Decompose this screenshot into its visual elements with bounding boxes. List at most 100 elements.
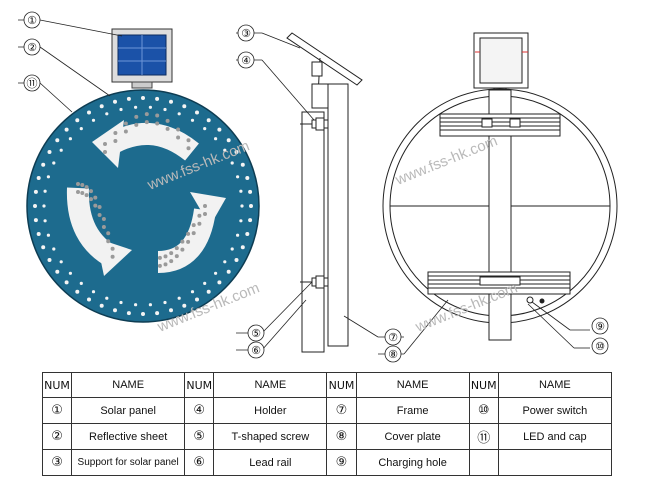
led-dot — [206, 289, 211, 294]
arrow-led-dot — [186, 138, 191, 143]
arrow-led-dot — [203, 212, 207, 216]
led-dot — [91, 290, 96, 294]
led-dot — [75, 118, 80, 123]
part-num: ④ — [184, 397, 215, 424]
led-dot — [99, 104, 104, 109]
callout-4: ④ — [241, 54, 251, 67]
led-dot — [119, 107, 123, 112]
part-name: Solar panel — [71, 397, 186, 424]
back-view — [382, 32, 618, 341]
callout-6: ⑥ — [251, 344, 261, 357]
led-dot — [240, 245, 245, 250]
arrow-led-dot — [144, 120, 149, 125]
led-dot — [169, 99, 173, 104]
led-dot — [43, 189, 47, 193]
led-dot — [36, 232, 41, 236]
part-num: ⑩ — [468, 397, 499, 424]
arrow-led-dot — [113, 139, 118, 143]
arrow-led-dot — [89, 189, 93, 194]
led-dot — [155, 96, 160, 101]
part-num: ① — [41, 397, 73, 424]
led-dot — [217, 127, 222, 132]
part-num: ⑤ — [184, 423, 215, 450]
side-view — [286, 32, 363, 353]
roundabout-arrows — [66, 112, 226, 276]
led-dot — [68, 137, 72, 141]
led-dot — [113, 99, 117, 104]
led-dot — [59, 260, 63, 264]
led-dot — [41, 162, 46, 167]
arrow-led-dot — [89, 197, 93, 202]
led-dot — [240, 162, 245, 167]
led-dot — [214, 271, 218, 275]
arrow-led-dot — [84, 185, 89, 190]
led-dot — [55, 269, 60, 274]
led-dot — [55, 138, 60, 143]
led-dot — [59, 148, 63, 152]
callout-11: ⑪ — [27, 77, 38, 90]
part-num: ⑦ — [326, 397, 357, 424]
part-num: ⑧ — [326, 423, 357, 450]
reflective-sheet — [26, 89, 260, 323]
arrow-led-dot — [106, 239, 111, 244]
header-name: NAME — [213, 372, 328, 398]
arrow-led-dot — [101, 217, 106, 221]
led-dot — [43, 219, 47, 223]
led-dot — [148, 105, 152, 109]
led-dot — [226, 269, 231, 274]
led-dot — [47, 258, 52, 262]
led-dot — [155, 311, 160, 316]
part-num: ③ — [41, 449, 73, 476]
arrow-led-dot — [191, 223, 196, 228]
arrow-led-dot — [106, 231, 111, 236]
led-dot — [33, 189, 38, 194]
arrow-led-dot — [169, 251, 174, 256]
led-dot — [46, 175, 51, 179]
led-dot — [239, 189, 243, 193]
led-dot — [79, 281, 83, 285]
led-dot — [134, 303, 138, 307]
arrow-led-dot — [169, 259, 174, 264]
part-name: T-shaped screw — [213, 423, 328, 450]
arrow-led-dot — [123, 121, 128, 126]
arrow-led-dot — [134, 122, 139, 127]
arrow-led-dot — [180, 239, 185, 244]
arrow-led-dot — [163, 254, 168, 259]
arrow-led-dot — [203, 204, 207, 208]
callout-5: ⑤ — [251, 327, 261, 340]
led-dot — [47, 150, 52, 154]
table-row: ② Reflective sheet ⑤ T-shaped screw ⑧ Co… — [41, 423, 613, 450]
led-dot — [245, 232, 250, 236]
led-dot — [134, 105, 138, 109]
led-dot — [190, 290, 195, 294]
part-num: ⑥ — [184, 449, 215, 476]
led-dot — [46, 233, 51, 237]
led-dot — [91, 118, 96, 122]
led-dot — [87, 297, 91, 302]
callout-1: ① — [27, 14, 37, 27]
arrow-led-dot — [165, 126, 170, 131]
led-dot — [99, 303, 104, 308]
arrow-led-dot — [174, 246, 179, 251]
callout-9: ⑨ — [595, 320, 605, 333]
parts-table-header: NUM NAME NUM NAME NUM NAME NUM NAME — [41, 372, 613, 398]
arrow-led-dot — [186, 231, 191, 236]
arrow-led-dot — [163, 262, 168, 267]
arrow-led-dot — [180, 247, 185, 252]
led-dot — [163, 300, 167, 305]
parts-table: NUM NAME NUM NAME NUM NAME NUM NAME ① So… — [41, 372, 613, 476]
arrow-led-dot — [110, 254, 115, 259]
header-name: NAME — [355, 372, 470, 398]
led-dot — [64, 280, 69, 285]
part-name: Charging hole — [355, 449, 470, 476]
led-dot — [163, 107, 167, 112]
part-name: LED and cap — [497, 423, 613, 450]
front-view: ① ② ⑪ — [18, 11, 260, 323]
part-name: Frame — [355, 397, 470, 424]
led-dot — [141, 312, 145, 316]
led-dot — [79, 127, 83, 131]
part-num — [468, 449, 499, 476]
led-dot — [190, 118, 195, 122]
led-dot — [148, 303, 152, 307]
led-dot — [195, 297, 199, 302]
